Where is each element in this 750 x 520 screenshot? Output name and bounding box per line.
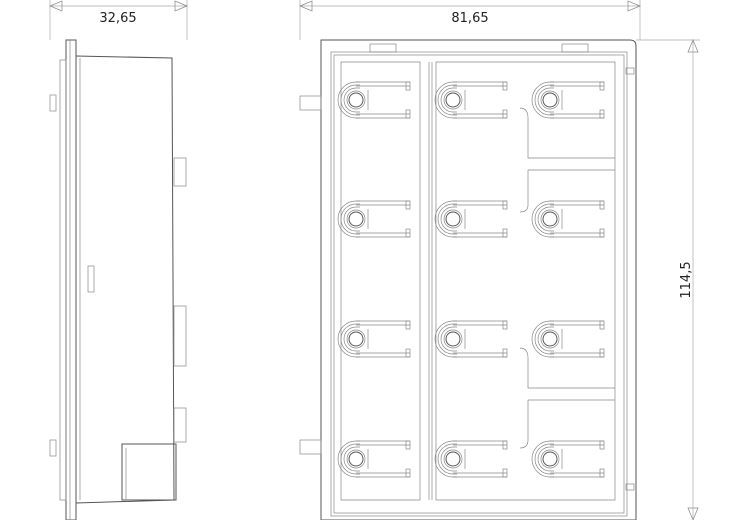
button-module <box>337 200 411 238</box>
button-grid <box>337 81 605 478</box>
front-view <box>299 39 637 520</box>
dimension-front-height: 114,5 <box>636 39 700 520</box>
button-module <box>337 81 411 119</box>
front-height-label: 114,5 <box>679 261 694 298</box>
button-module <box>337 320 411 358</box>
side-width-label: 32,65 <box>99 11 136 26</box>
button-module <box>434 200 508 238</box>
side-view <box>49 39 187 520</box>
button-module <box>337 440 411 478</box>
button-module <box>434 81 508 119</box>
button-module <box>531 320 605 358</box>
dimension-side-width: 32,65 <box>49 0 188 40</box>
button-module <box>531 81 605 119</box>
button-module <box>434 320 508 358</box>
button-module <box>434 440 508 478</box>
button-module <box>531 200 605 238</box>
front-width-label: 81,65 <box>451 11 488 26</box>
dimension-front-width: 81,65 <box>299 0 641 40</box>
button-module <box>531 440 605 478</box>
